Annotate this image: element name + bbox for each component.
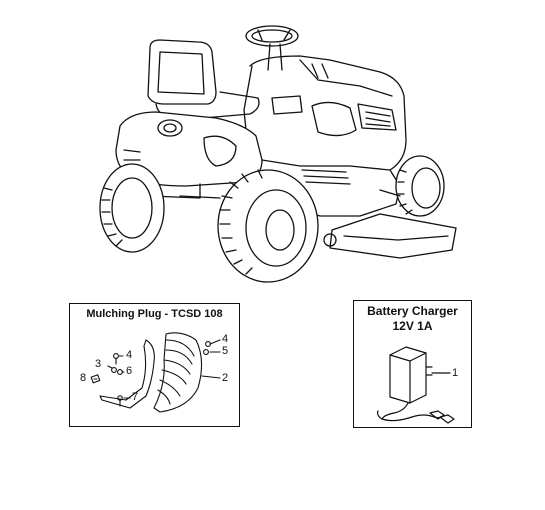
battery-charger-rating: 12V 1A <box>392 319 433 333</box>
callout-3: 3 <box>95 358 102 370</box>
callout-6: 6 <box>126 365 133 377</box>
callout-1: 1 <box>452 367 459 379</box>
mulching-plug-parts-illustration <box>90 332 221 413</box>
callout-5: 5 <box>222 345 229 357</box>
battery-charger-panel: Battery Charger 12V 1A 1 <box>353 300 472 428</box>
callout-2: 2 <box>222 372 229 384</box>
battery-charger-title: Battery Charger <box>367 304 458 318</box>
callout-8: 8 <box>80 372 87 384</box>
mulching-plug-title: Mulching Plug - TCSD 108 <box>86 308 223 320</box>
riding-mower-illustration <box>99 25 457 283</box>
battery-charger-illustration <box>376 346 455 424</box>
callout-7: 7 <box>132 391 139 403</box>
callout-4-right: 4 <box>222 333 229 345</box>
mulching-plug-panel: Mulching Plug - TCSD 108 <box>69 303 240 427</box>
callout-4-left: 4 <box>126 349 133 361</box>
